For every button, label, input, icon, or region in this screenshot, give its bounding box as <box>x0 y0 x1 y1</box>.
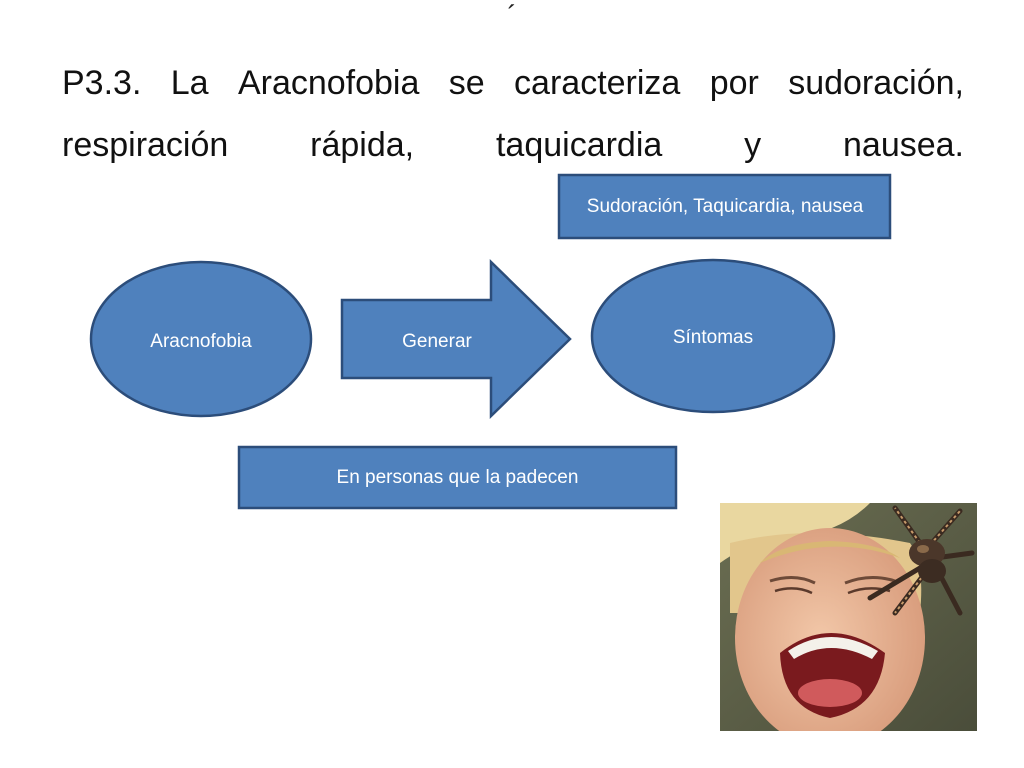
title-word: respiración <box>62 126 229 164</box>
title-word: nausea. <box>843 126 964 164</box>
title-line-1: P3.3. La Aracnofobia se caracteriza por … <box>62 52 964 114</box>
aracnofobia-label: Aracnofobia <box>150 331 252 352</box>
generar-arrow <box>340 259 572 419</box>
title-word: taquicardia <box>495 126 663 164</box>
title-word: sudoración, <box>788 64 964 102</box>
title-word: La <box>170 64 209 102</box>
sintomas-node <box>590 258 836 414</box>
title-word: y <box>744 126 762 164</box>
screaming-woman-spider-photo <box>720 503 977 731</box>
sintomas-label: Síntomas <box>673 327 753 348</box>
aracnofobia-node <box>89 260 313 418</box>
title-word: rápida, <box>310 126 415 164</box>
title-word: se <box>448 64 485 102</box>
title-line-2: respiración rápida, taquicardia y nausea… <box>62 114 964 176</box>
title-word: caracteriza <box>514 64 681 102</box>
title-word: P3.3. <box>62 64 142 102</box>
title-word: por <box>709 64 759 102</box>
accent-mark: ´ <box>507 0 517 31</box>
bottom-context-box <box>237 445 678 510</box>
bottom-context-text: En personas que la padecen <box>336 466 579 488</box>
top-symptoms-box <box>557 173 892 240</box>
title-word: Aracnofobia <box>237 64 420 102</box>
slide-title: P3.3. La Aracnofobia se caracteriza por … <box>62 52 964 176</box>
top-symptoms-text: Sudoración, Taquicardia, nausea <box>586 195 864 217</box>
generar-label: Generar <box>402 331 472 352</box>
